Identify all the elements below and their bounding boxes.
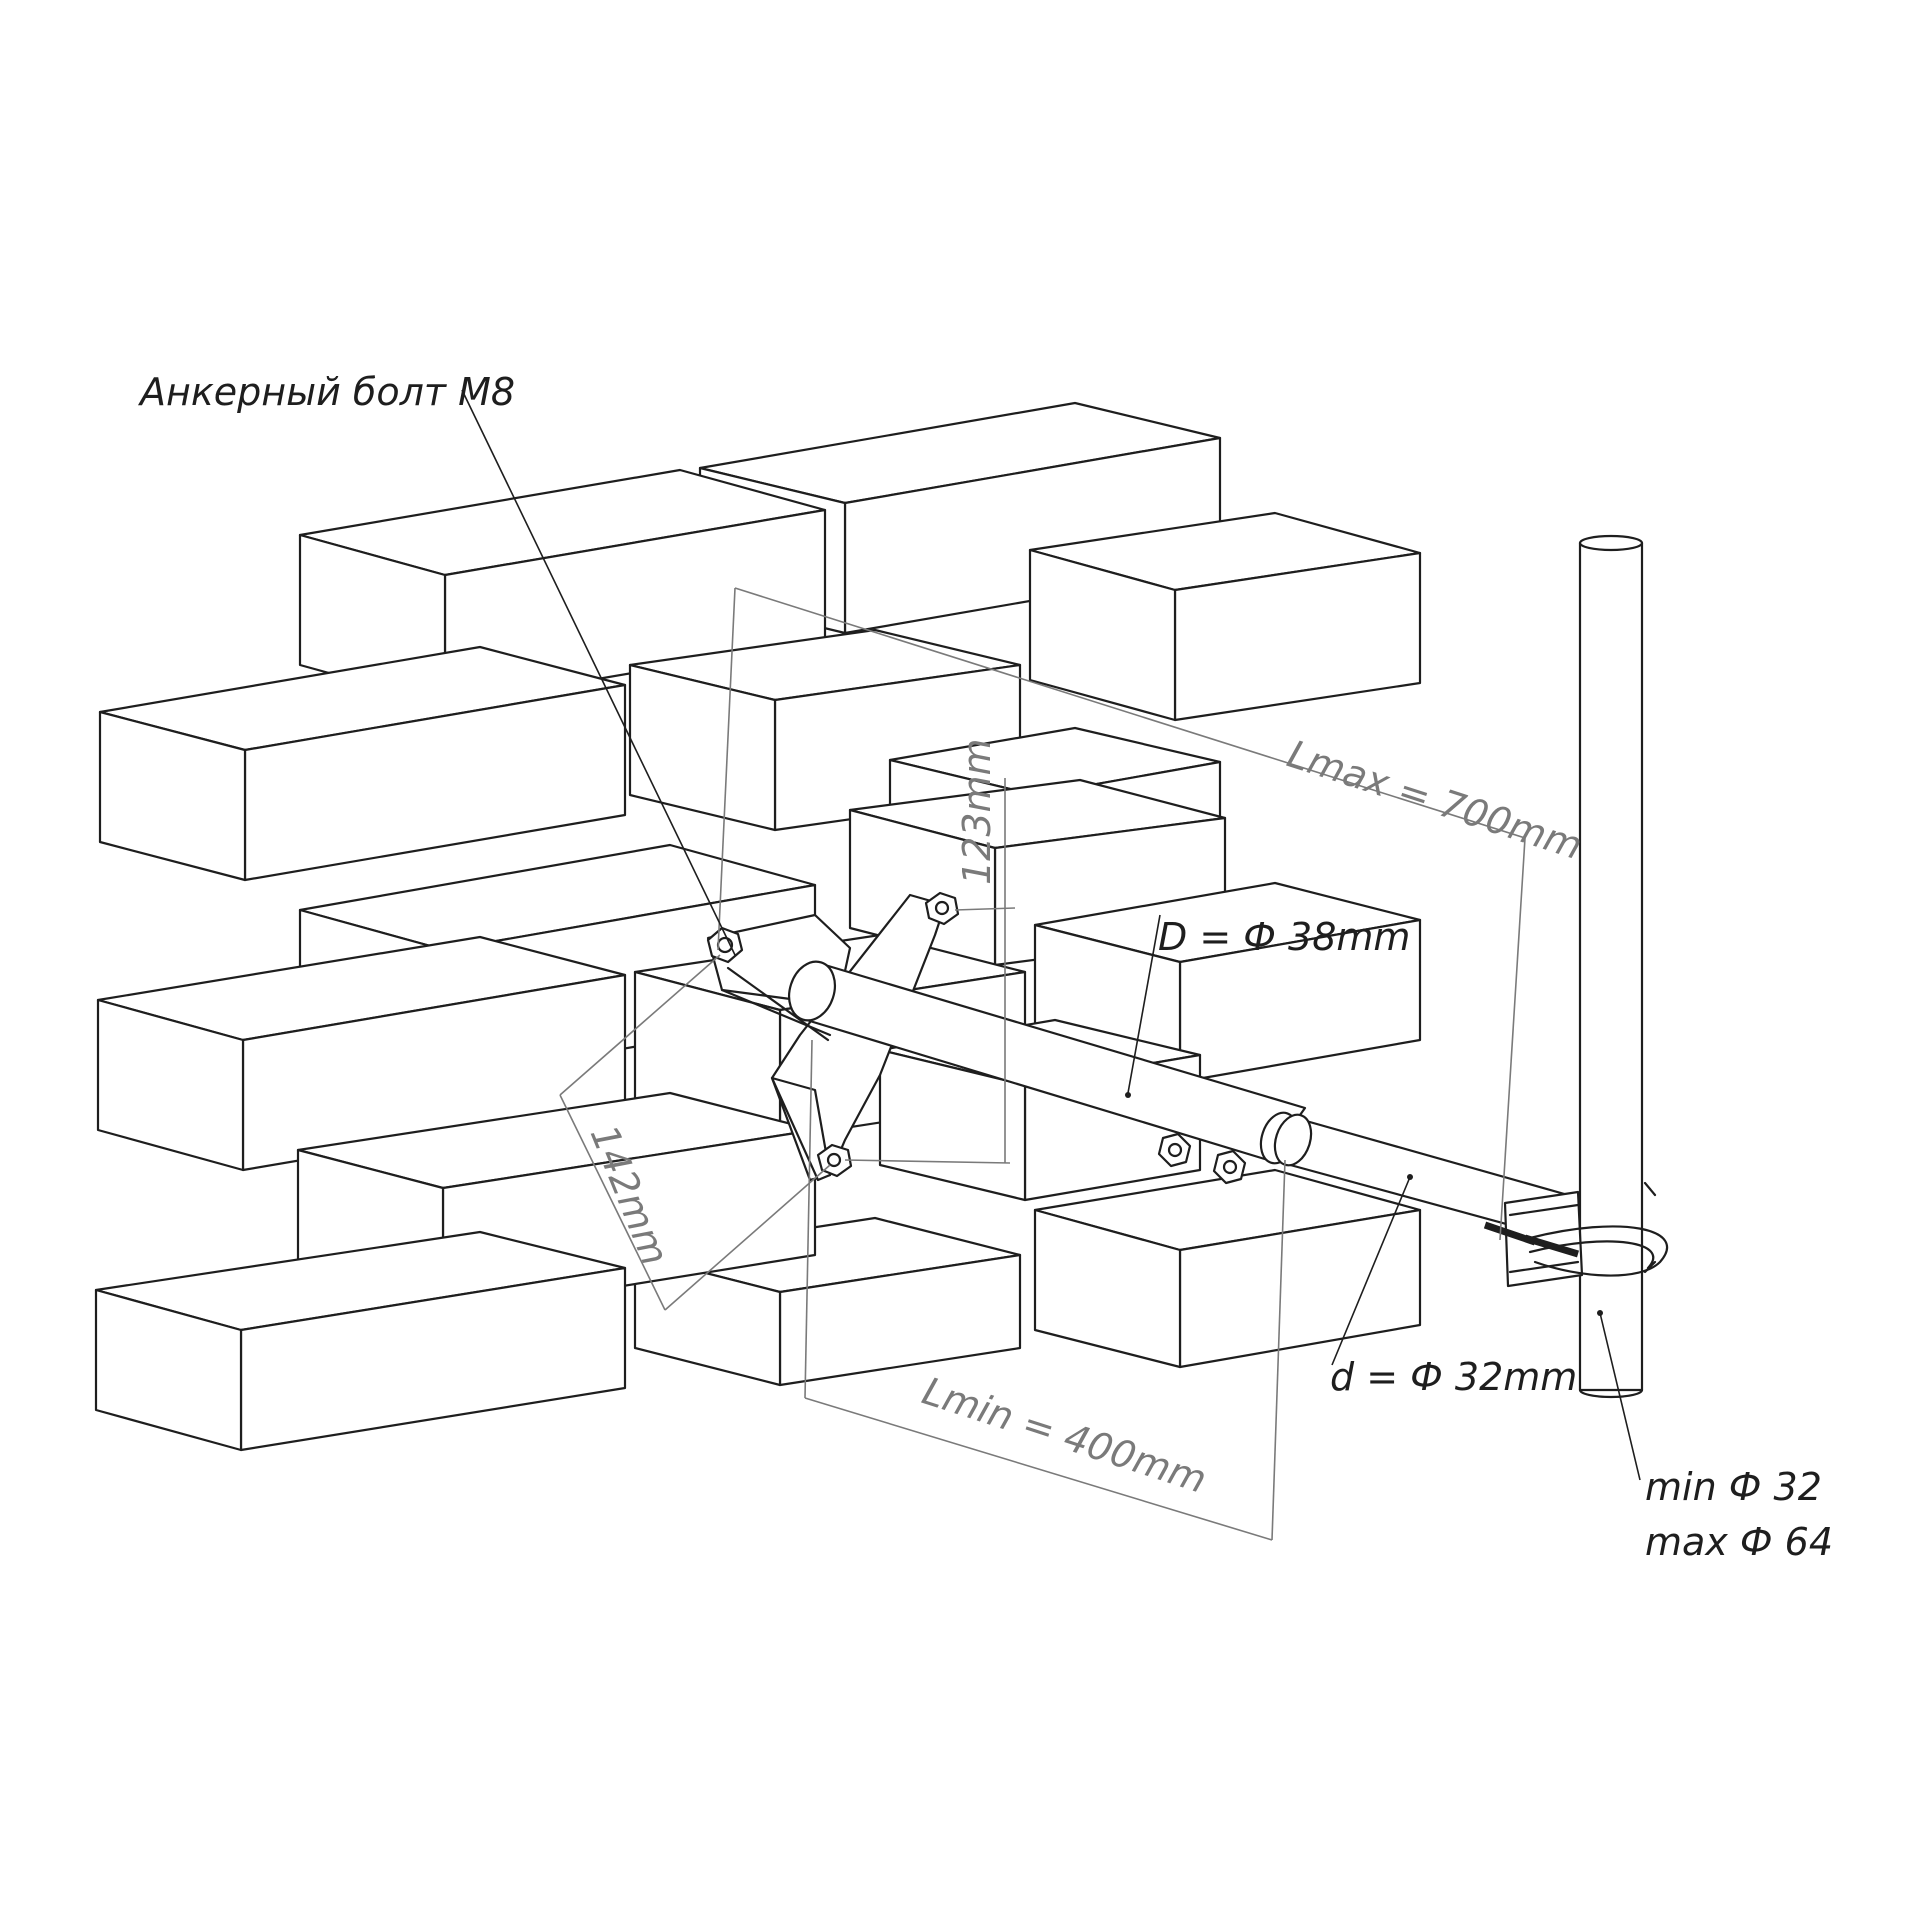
hex-bolt-icon <box>1212 1149 1247 1185</box>
bracket-lower-tongue <box>770 1076 832 1182</box>
mast-max-label: max Ф 64 <box>1645 1520 1833 1564</box>
dimension-123: 123mm <box>844 738 1016 1164</box>
brick <box>1033 1168 1422 1369</box>
callout-anchor-bolt: Анкерный болт М8 <box>137 370 736 956</box>
outer-pipe-label: D = Ф 38mm <box>1158 915 1410 959</box>
pipe-clamp-bolts <box>1157 1132 1247 1185</box>
brick-wall <box>94 401 1422 1452</box>
callout-outer-pipe: D = Ф 38mm <box>1125 914 1410 1098</box>
mast-clamp <box>1483 1181 1668 1288</box>
mast-pipe <box>1578 534 1644 1399</box>
threaded-rod <box>1483 1221 1580 1258</box>
inner-pipe-label: d = Ф 32mm <box>1330 1355 1577 1399</box>
hex-bolt-icon <box>924 891 960 926</box>
brick <box>633 1216 1022 1387</box>
brick <box>98 645 627 882</box>
hex-bolt-icon <box>1157 1132 1192 1168</box>
callout-inner-pipe: d = Ф 32mm <box>1330 1174 1577 1399</box>
brick <box>1028 511 1422 722</box>
callout-mast: min Ф 32 max Ф 64 <box>1597 1310 1833 1564</box>
mast-min-label: min Ф 32 <box>1645 1465 1822 1509</box>
hex-bolt-icon <box>816 1143 853 1178</box>
dimension-123-label: 123mm <box>955 738 999 885</box>
wall-mount-bracket <box>706 893 947 1182</box>
dimension-lmax-label: Lmax = 700mm <box>1282 732 1587 869</box>
dimension-lmin-label: Lmin = 400mm <box>917 1369 1212 1502</box>
anchor-bolt-label: Анкерный болт М8 <box>137 370 515 414</box>
brick <box>94 1230 627 1452</box>
